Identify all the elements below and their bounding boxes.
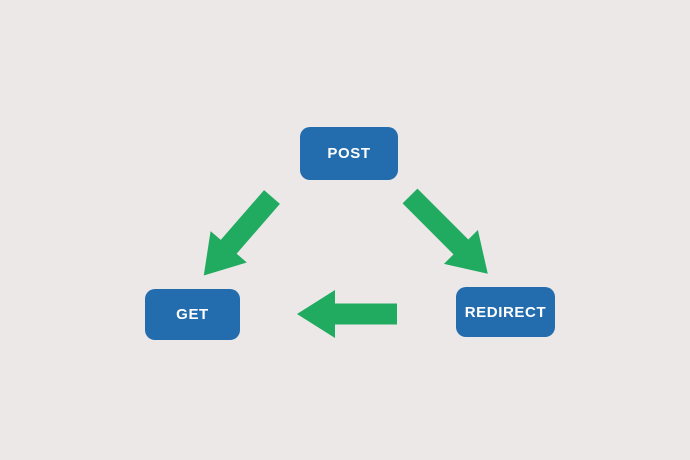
node-get: GET <box>145 289 240 340</box>
node-get-label: GET <box>176 306 209 323</box>
node-post-label: POST <box>327 145 371 162</box>
arrow-redirect-to-get-icon <box>297 290 397 338</box>
node-redirect: REDIRECT <box>456 287 555 337</box>
arrow-post-to-get-icon <box>203 190 280 276</box>
node-post: POST <box>300 127 398 180</box>
arrow-post-to-redirect-icon <box>402 188 488 274</box>
node-redirect-label: REDIRECT <box>464 303 547 321</box>
